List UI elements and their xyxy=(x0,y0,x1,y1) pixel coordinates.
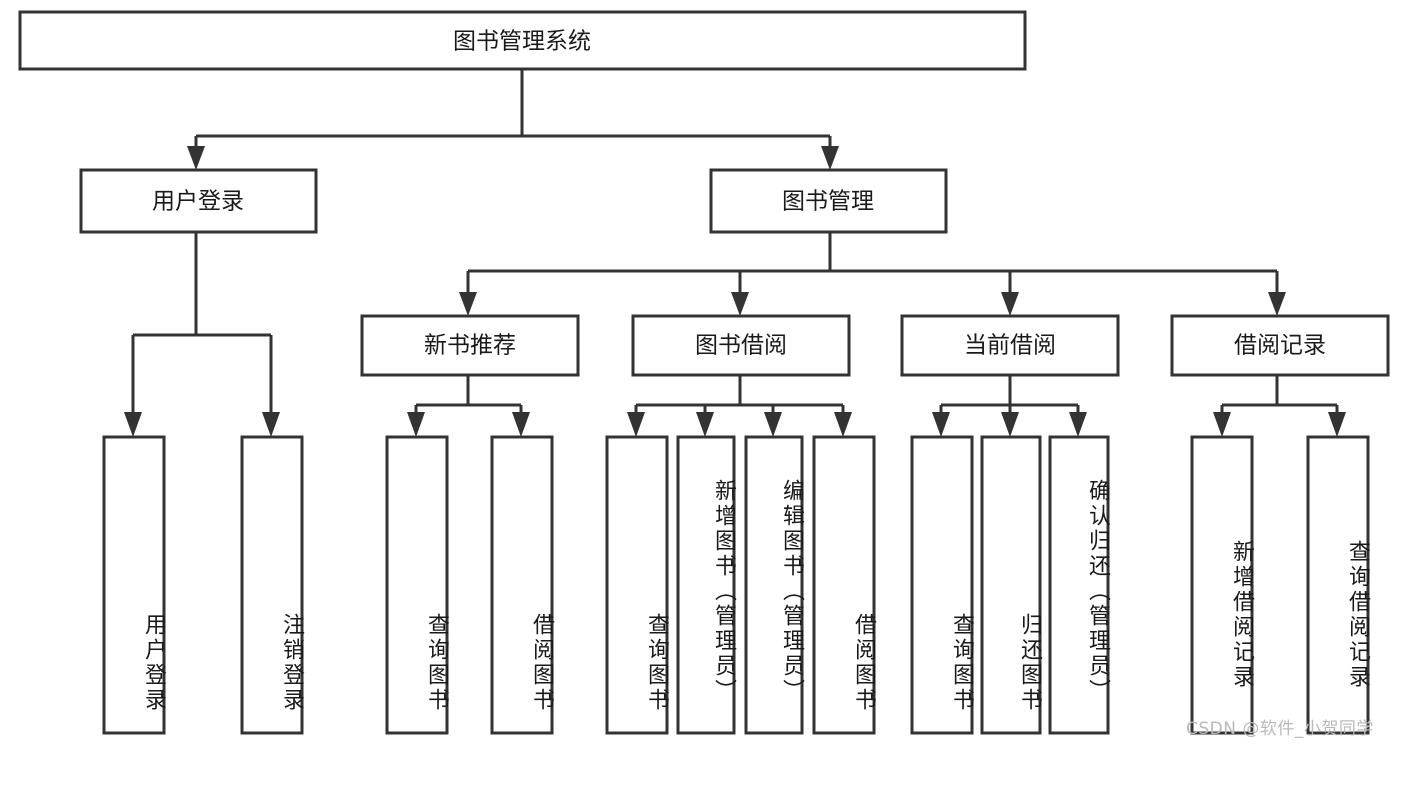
arrowhead-user-login xyxy=(187,146,205,170)
node-book-borrow[interactable]: 图书借阅 xyxy=(631,314,851,377)
arrowhead-leaf-query-book-2 xyxy=(627,412,645,437)
node-new-book-recommend[interactable]: 新书推荐 xyxy=(360,314,580,377)
node-user-login-box[interactable] xyxy=(79,168,318,234)
node-borrow-record[interactable]: 借阅记录 xyxy=(1170,314,1390,377)
arrowhead-book-borrow xyxy=(731,292,749,316)
leaf-borrow-book-1-box[interactable] xyxy=(490,435,554,735)
arrowhead-current-borrow xyxy=(1001,292,1019,316)
leaf-user-login-box[interactable] xyxy=(102,435,166,735)
leaf-confirm-return-box[interactable] xyxy=(1048,435,1110,735)
arrowhead-leaf-confirm-return xyxy=(1069,412,1087,437)
arrowhead-leaf-edit-book xyxy=(764,412,782,437)
arrowhead-leaf-query-book-3 xyxy=(932,412,950,437)
leaf-logout-login-box[interactable] xyxy=(240,435,304,735)
node-borrow-record-label: 借阅记录 xyxy=(1234,333,1326,359)
node-borrow-record-box[interactable] xyxy=(1170,314,1390,377)
leaf-box-layer xyxy=(102,435,1370,735)
node-book-management-box[interactable] xyxy=(709,168,948,234)
arrowhead-leaf-add-record xyxy=(1213,412,1231,437)
leaf-edit-book-box[interactable] xyxy=(744,435,804,735)
arrowhead-book-management xyxy=(821,146,839,170)
arrowhead-borrow-record xyxy=(1268,292,1286,316)
connector-layer xyxy=(124,69,1346,437)
leaf-borrow-book-2-box[interactable] xyxy=(812,435,876,735)
leaf-return-book-box[interactable] xyxy=(980,435,1042,735)
node-root-box[interactable] xyxy=(18,10,1027,71)
system-structure-diagram: 图书管理系统 用户登录 图书管理 新书推荐 图书借阅 当前借阅 借阅记录 xyxy=(18,10,1390,735)
arrowhead-leaf-return-book xyxy=(1001,412,1019,437)
node-new-book-recommend-box[interactable] xyxy=(360,314,580,377)
node-user-login-label: 用户登录 xyxy=(152,189,244,215)
leaf-query-book-3-box[interactable] xyxy=(910,435,974,735)
arrowhead-leaf-user-login xyxy=(124,412,142,437)
arrowhead-leaf-borrow-book-1 xyxy=(512,412,530,437)
diagram-canvas: 图书管理系统 用户登录 图书管理 新书推荐 图书借阅 当前借阅 借阅记录 xyxy=(18,10,1390,739)
arrowhead-leaf-query-book-1 xyxy=(407,412,425,437)
node-current-borrow-box[interactable] xyxy=(900,314,1120,377)
node-book-management[interactable]: 图书管理 xyxy=(709,168,948,234)
leaf-query-book-1-box[interactable] xyxy=(385,435,449,735)
arrowhead-leaf-add-book xyxy=(696,412,714,437)
node-book-borrow-label: 图书借阅 xyxy=(695,333,787,359)
node-book-management-label: 图书管理 xyxy=(782,189,874,215)
arrowhead-leaf-borrow-book-2 xyxy=(834,412,852,437)
node-root-label: 图书管理系统 xyxy=(453,29,591,55)
leaf-query-record-box[interactable] xyxy=(1306,435,1370,735)
node-root[interactable]: 图书管理系统 xyxy=(18,10,1027,71)
node-current-borrow[interactable]: 当前借阅 xyxy=(900,314,1120,377)
leaf-add-record-box[interactable] xyxy=(1190,435,1254,735)
leaf-query-book-2-box[interactable] xyxy=(605,435,669,735)
node-user-login[interactable]: 用户登录 xyxy=(79,168,318,234)
node-book-borrow-box[interactable] xyxy=(631,314,851,377)
arrowhead-leaf-query-record xyxy=(1328,412,1346,437)
node-current-borrow-label: 当前借阅 xyxy=(964,333,1056,359)
leaf-add-book-box[interactable] xyxy=(676,435,736,735)
arrowhead-leaf-logout-login xyxy=(262,412,280,437)
arrowhead-new-book-recommend xyxy=(459,292,477,316)
csdn-watermark: CSDN @软件_小贺同学 xyxy=(1186,719,1374,739)
node-new-book-recommend-label: 新书推荐 xyxy=(424,333,516,359)
